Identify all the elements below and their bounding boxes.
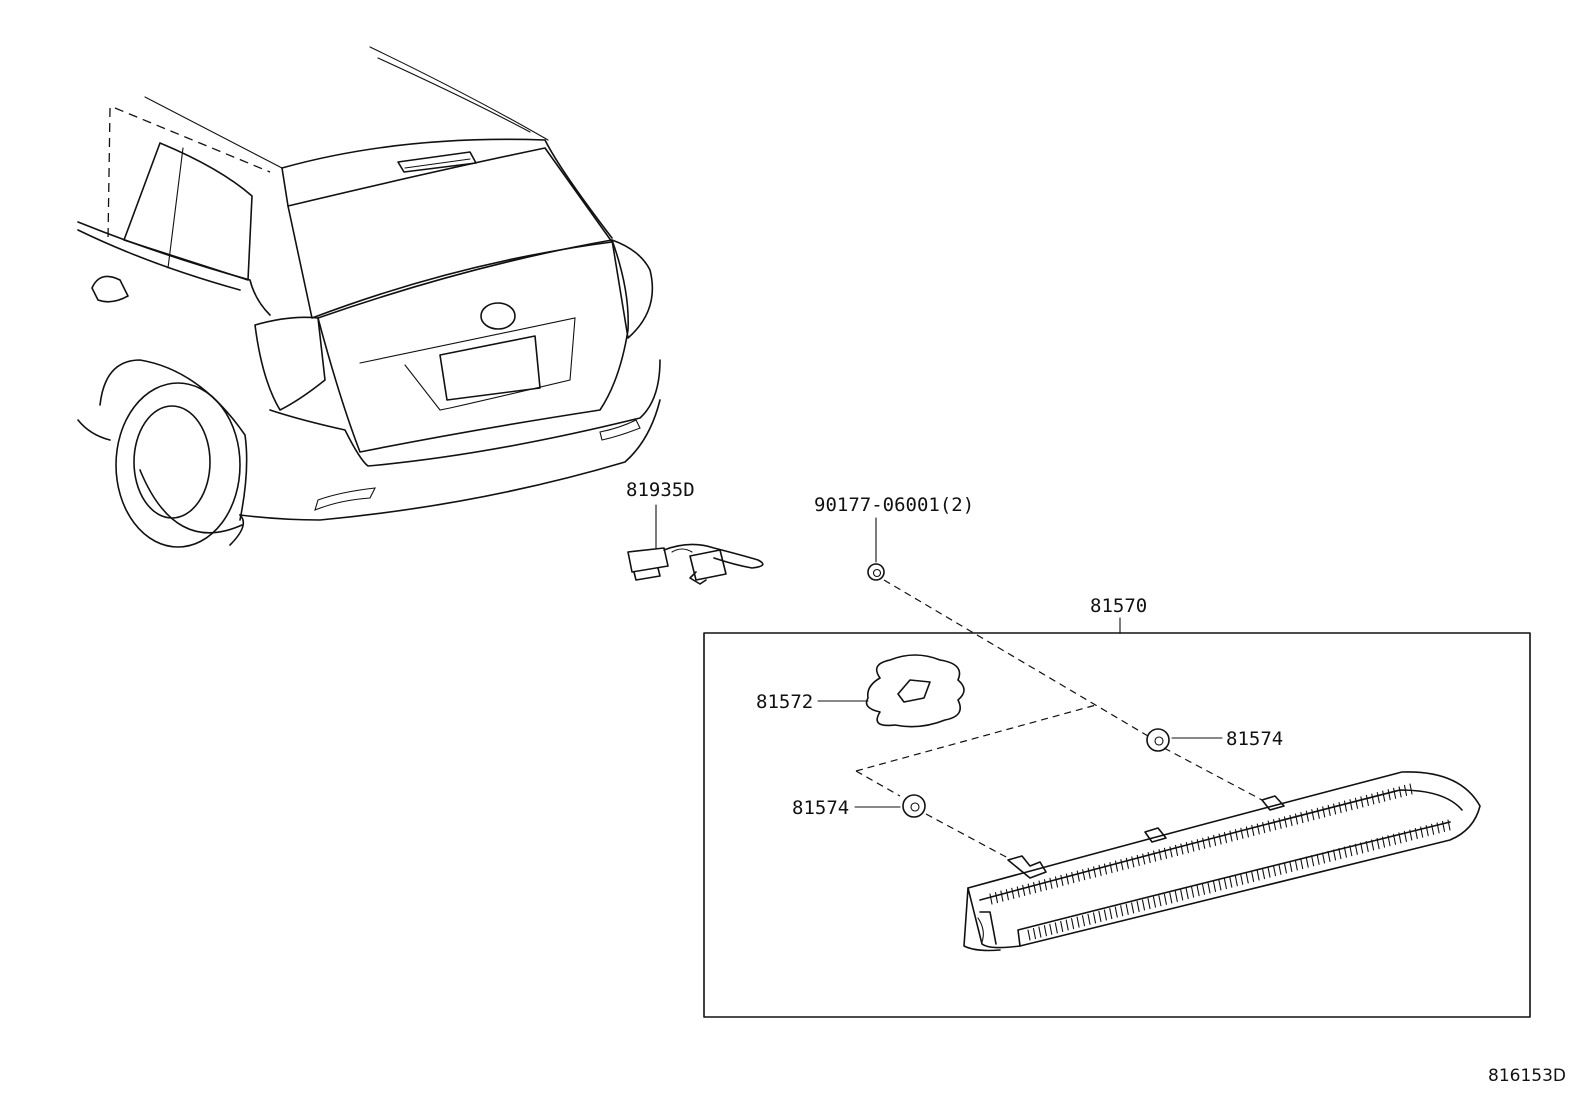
grommet-part: 81574 [792,794,926,819]
grommet-part: 81574 [1146,728,1283,752]
gasket-part: 81572 [756,654,965,728]
assembly-frame [703,632,1531,1018]
illustration-reference-number: 816153D [1488,1066,1566,1086]
grommet-left-part-number: 81574 [792,797,849,819]
lens-hatching-top [989,783,1413,905]
lens-hatching-bottom [1027,819,1451,941]
harness-part-number: 81935D [626,479,695,501]
grommet-right-part-number: 81574 [1226,728,1283,750]
assembly-part-number: 81570 [1090,595,1147,617]
nut-part-number: 90177-06001(2) [814,494,974,516]
harness-part: 81935D [626,479,764,585]
gasket-part-number: 81572 [756,691,813,713]
assembly-box: 81570 [703,595,1531,1018]
high-mount-stop-lamp [963,771,1481,952]
wire-harness-connector [627,543,764,585]
nut-part: 90177-06001(2) [814,494,974,581]
vehicle-rear-view-illustration [77,46,661,548]
